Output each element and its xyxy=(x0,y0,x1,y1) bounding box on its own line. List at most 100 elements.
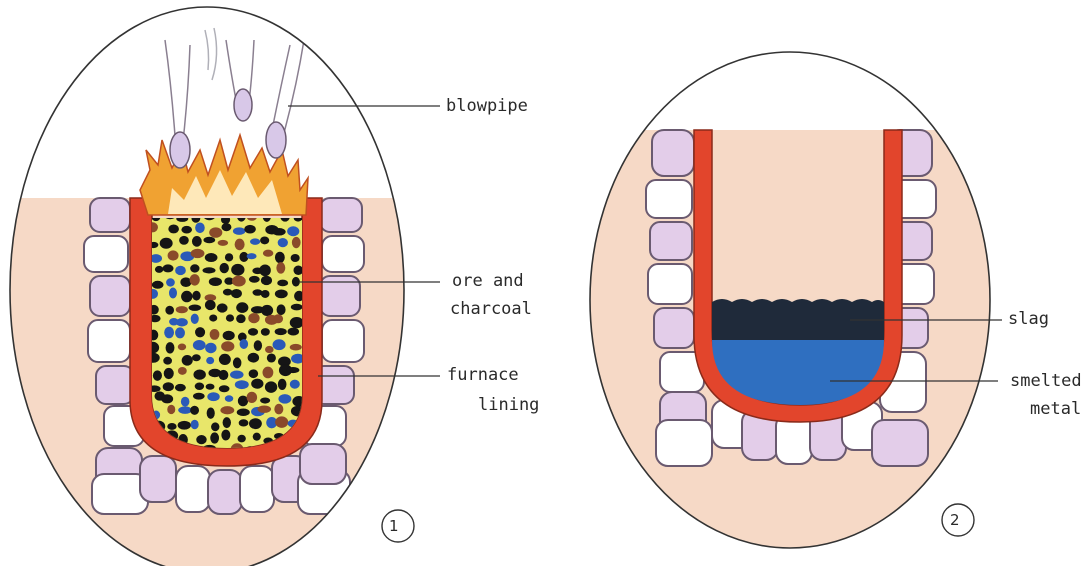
ore-chunk xyxy=(251,379,263,389)
ore-chunk xyxy=(287,226,299,236)
ore-chunk xyxy=(292,277,300,287)
ore-chunk xyxy=(288,328,300,336)
label-blowpipe: blowpipe xyxy=(446,93,528,119)
ore-chunk xyxy=(236,314,246,323)
ore-chunk xyxy=(237,408,250,416)
ore-chunk xyxy=(167,423,176,430)
ore-chunk xyxy=(236,302,248,313)
ore-chunk xyxy=(191,420,199,429)
label-ore-line2: charcoal xyxy=(450,296,532,322)
ore-chunk xyxy=(249,418,262,429)
ore-chunk xyxy=(178,406,192,413)
ore-chunk xyxy=(277,304,286,315)
ore-chunk xyxy=(192,236,202,247)
ore-chunk xyxy=(226,314,234,321)
ore-chunk xyxy=(175,266,186,275)
ore-chunk xyxy=(181,291,192,302)
ore-chunk xyxy=(247,392,258,403)
ore-chunk xyxy=(265,346,274,353)
ore-chunk xyxy=(249,276,260,283)
ore-chunk xyxy=(248,328,258,336)
ore-chunk xyxy=(162,264,173,272)
label-ore-line1: ore and xyxy=(452,268,524,294)
ore-chunk xyxy=(206,357,214,364)
ore-chunk xyxy=(223,289,232,296)
ore-chunk xyxy=(176,318,188,326)
ore-chunk xyxy=(152,281,164,289)
ore-chunk xyxy=(166,278,175,286)
ore-chunk xyxy=(248,353,259,363)
ore-chunk xyxy=(290,317,304,328)
ore-chunk xyxy=(175,384,186,391)
ore-chunk xyxy=(178,421,191,430)
ore-chunk xyxy=(193,340,206,350)
ore-chunk xyxy=(163,382,174,391)
ore-chunk xyxy=(232,276,246,287)
ore-chunk xyxy=(207,392,219,401)
ore-chunk xyxy=(181,226,192,234)
ore-chunk xyxy=(263,250,273,257)
ore-chunk xyxy=(233,227,245,235)
label-lining-line1: furnace xyxy=(447,362,519,388)
ore-chunk xyxy=(275,328,287,335)
ore-chunk xyxy=(237,435,245,443)
ore-chunk xyxy=(230,370,244,378)
ore-chunk xyxy=(190,274,200,286)
ore-chunk xyxy=(287,367,300,373)
ore-chunk xyxy=(191,249,205,258)
ore-chunk xyxy=(261,305,273,316)
ore-chunk xyxy=(290,344,302,351)
ore-chunk xyxy=(210,329,220,340)
ore-chunk xyxy=(160,238,173,249)
ore-chunk xyxy=(196,435,206,444)
ore-chunk xyxy=(205,343,216,354)
ore-chunk xyxy=(223,417,231,428)
label-metal-line2: metal xyxy=(1030,396,1081,422)
ore-chunk xyxy=(210,432,219,443)
ore-chunk xyxy=(247,253,257,259)
ore-chunk xyxy=(195,383,204,390)
ore-chunk xyxy=(267,353,276,362)
ore-chunk xyxy=(235,380,249,389)
ore-chunk xyxy=(181,397,190,407)
ore-chunk xyxy=(249,369,259,378)
ore-chunk xyxy=(219,385,230,392)
ore-chunk xyxy=(244,225,256,234)
ore-chunk xyxy=(202,267,215,273)
ore-chunk xyxy=(221,430,230,441)
ore-chunk xyxy=(207,408,215,419)
ore-chunk xyxy=(189,305,202,311)
panel-number-2: 2 xyxy=(950,507,960,533)
ore-chunk xyxy=(278,379,287,390)
ore-chunk xyxy=(274,404,283,415)
ore-chunk xyxy=(257,405,271,412)
ore-chunk xyxy=(209,227,222,237)
ore-chunk xyxy=(253,433,261,441)
ore-chunk xyxy=(235,239,245,251)
panel-1-furnace-charging xyxy=(0,7,440,566)
panel-2-smelted-furnace xyxy=(580,52,1002,566)
ore-chunk xyxy=(225,253,233,261)
label-lining-line2: lining xyxy=(478,392,539,418)
ore-chunk xyxy=(190,264,199,272)
ore-chunk xyxy=(250,238,260,244)
ore-chunk xyxy=(168,250,179,260)
ore-chunk xyxy=(259,264,271,276)
ore-chunk xyxy=(179,236,189,245)
ore-chunk xyxy=(205,253,218,262)
ore-chunk xyxy=(190,406,199,415)
ore-chunk xyxy=(163,357,172,365)
ore-chunk xyxy=(261,290,270,298)
ore-chunk xyxy=(272,228,285,236)
ore-chunk xyxy=(164,327,174,339)
ore-chunk xyxy=(217,303,228,312)
ore-chunk xyxy=(260,236,269,244)
ore-chunk xyxy=(178,344,186,351)
ore-chunk xyxy=(273,339,286,350)
ore-chunk xyxy=(275,289,288,298)
ore-chunk xyxy=(166,342,175,353)
ore-chunk xyxy=(219,354,231,365)
ore-chunk xyxy=(290,380,300,389)
ore-chunk xyxy=(248,313,259,323)
